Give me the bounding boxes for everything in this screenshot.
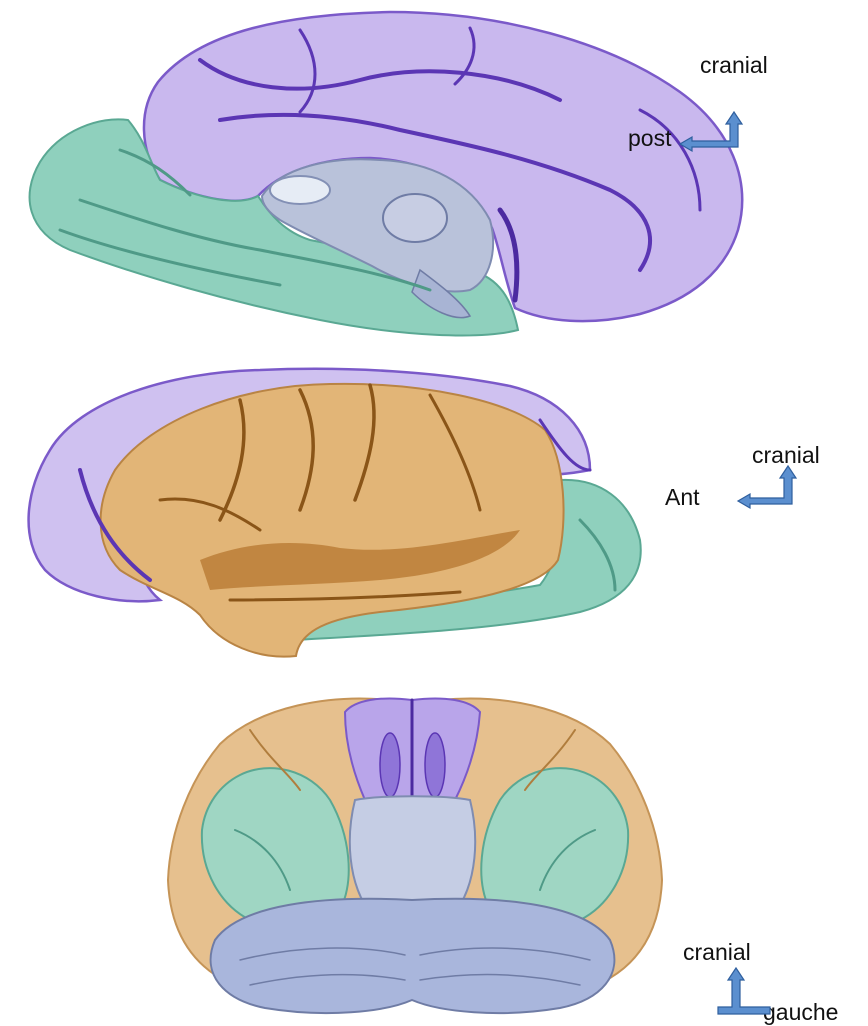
basal-brainstem xyxy=(350,796,475,912)
basal-olfactory-right xyxy=(425,733,445,797)
lateral-orientation-marker: cranial Ant xyxy=(665,442,820,510)
medial-post-label: post xyxy=(628,125,672,151)
basal-gauche-label: gauche xyxy=(763,999,838,1025)
medial-ventricle xyxy=(270,176,330,204)
basal-orientation-marker: cranial gauche xyxy=(683,939,838,1025)
basal-cerebellum xyxy=(211,899,615,1013)
lateral-direction-arrow-icon xyxy=(738,466,796,508)
basal-cranial-label: cranial xyxy=(683,939,751,965)
lateral-ant-label: Ant xyxy=(665,484,700,510)
basal-direction-arrow-icon xyxy=(718,968,770,1014)
medial-cranial-label: cranial xyxy=(700,52,768,78)
basal-brain-view xyxy=(168,699,662,1014)
medial-brain-view xyxy=(30,12,743,335)
basal-olfactory-left xyxy=(380,733,400,797)
medial-thalamus xyxy=(383,194,447,242)
lateral-brain-view xyxy=(29,369,641,657)
lateral-cranial-label: cranial xyxy=(752,442,820,468)
